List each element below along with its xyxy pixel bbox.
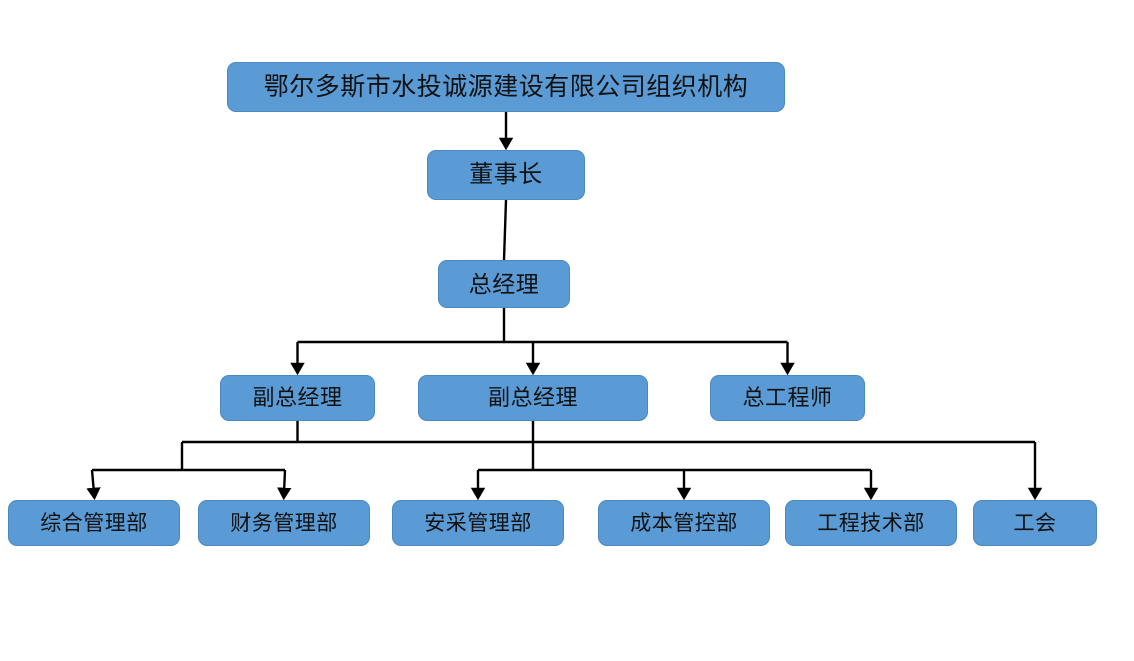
node-root-label: 鄂尔多斯市水投诚源建设有限公司组织机构 [263,73,749,101]
node-general-manager[interactable]: 总经理 [438,260,570,308]
node-dept-finance-label: 财务管理部 [230,510,338,535]
node-general-manager-label: 总经理 [468,271,540,297]
node-dept-labor-union-label: 工会 [1013,510,1057,535]
node-chief-engineer-label: 总工程师 [742,385,833,410]
node-dept-cost-control[interactable]: 成本管控部 [598,500,770,546]
node-dept-finance[interactable]: 财务管理部 [198,500,370,546]
node-dept-general-admin-label: 综合管理部 [40,510,148,535]
node-deputy-gm-1-label: 副总经理 [252,385,343,410]
node-chairman-label: 董事长 [469,162,543,188]
node-dept-engineering-tech-label: 工程技术部 [817,510,925,535]
node-dept-engineering-tech[interactable]: 工程技术部 [785,500,957,546]
edge-sub-to-finance [277,469,292,501]
node-dept-labor-union[interactable]: 工会 [973,500,1097,546]
node-deputy-gm-2-label: 副总经理 [487,385,578,410]
edge-chairman-to-general-manager [502,199,508,261]
edge-sub-to-general-admin [86,469,101,501]
node-chief-engineer[interactable]: 总工程师 [710,375,865,421]
node-dept-cost-control-label: 成本管控部 [630,510,738,535]
node-root[interactable]: 鄂尔多斯市水投诚源建设有限公司组织机构 [227,62,785,112]
node-deputy-gm-2[interactable]: 副总经理 [418,375,648,421]
node-chairman[interactable]: 董事长 [427,150,585,200]
node-deputy-gm-1[interactable]: 副总经理 [220,375,375,421]
node-dept-general-admin[interactable]: 综合管理部 [8,500,180,546]
node-dept-safety-procurement[interactable]: 安采管理部 [392,500,564,546]
node-dept-safety-procurement-label: 安采管理部 [424,510,532,535]
